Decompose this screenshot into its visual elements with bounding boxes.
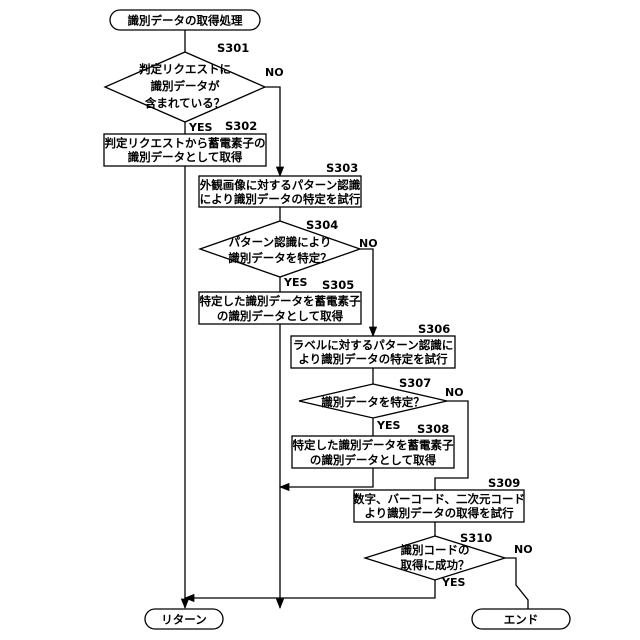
step-s301-label: S301 xyxy=(217,41,249,55)
step-s305-line-1: 特定した識別データを蓄電素子 xyxy=(200,294,361,308)
step-s310-no: NO xyxy=(514,543,533,556)
step-s309-label: S309 xyxy=(488,476,520,490)
connector-s310-no-end xyxy=(505,558,528,610)
step-s307-line-1: 識別データを特定？ xyxy=(321,395,425,409)
step-s304-yes: YES xyxy=(283,276,307,289)
step-s305-line-2: の識別データとして取得 xyxy=(217,309,344,323)
step-s307-label: S307 xyxy=(399,376,431,390)
step-s304-line-1: パターン認識により xyxy=(229,235,332,249)
step-s310: S310 識別コードの 取得に成功？ YES NO xyxy=(365,531,533,589)
step-s307-no: NO xyxy=(445,386,464,399)
step-s309: S309 数字、バーコード、二次元コード より識別データの取得を試行 xyxy=(353,476,525,522)
terminal-return-label: リターン xyxy=(161,613,206,627)
terminal-end-label: エンド xyxy=(504,613,539,627)
step-s301-yes: YES xyxy=(188,121,212,134)
step-s301-line-2: 識別データが xyxy=(151,79,220,93)
step-s308-line-1: 特定した識別データを蓄電素子 xyxy=(293,438,454,452)
step-s308-label: S308 xyxy=(417,422,449,436)
connector-s304-no-s306 xyxy=(360,249,373,336)
step-s302-line-2: 識別データとして取得 xyxy=(128,150,243,164)
step-s304-no: NO xyxy=(359,237,378,250)
connector-s308-merge xyxy=(280,468,373,487)
step-s310-yes: YES xyxy=(441,576,465,589)
step-s305-label: S305 xyxy=(322,278,354,292)
step-s301-line-3: 含まれている？ xyxy=(144,96,225,110)
step-s310-line-2: 取得に成功？ xyxy=(401,558,470,572)
connector-s310-yes-return xyxy=(185,580,435,598)
step-s303-line-2: により識別データの特定を試行 xyxy=(200,192,361,206)
step-s303-line-1: 外観画像に対するパターン認識 xyxy=(199,178,361,192)
step-s304-label: S304 xyxy=(306,218,338,232)
step-s309-line-2: より識別データの取得を試行 xyxy=(364,506,514,520)
step-s310-line-1: 識別コードの xyxy=(401,543,470,557)
step-s306-line-1: ラベルに対するパターン認識に xyxy=(293,338,453,352)
terminal-return: リターン xyxy=(145,609,223,629)
step-s307-yes: YES xyxy=(376,419,400,432)
step-s309-line-1: 数字、バーコード、二次元コード xyxy=(353,492,525,506)
step-s306-line-2: より識別データの特定を試行 xyxy=(298,352,448,366)
step-s302-line-1: 判定リクエストから蓄電素子の xyxy=(105,136,266,150)
step-s301-line-1: 判定リクエストに xyxy=(139,62,231,76)
terminal-end: エンド xyxy=(472,609,570,629)
step-s304-line-2: 識別データを特定？ xyxy=(228,251,332,265)
connector-s301-no-s303 xyxy=(265,87,280,176)
step-s308-line-2: の識別データとして取得 xyxy=(310,453,437,467)
step-s303-label: S303 xyxy=(326,161,358,175)
terminal-start-label: 識別データの取得処理 xyxy=(128,14,243,28)
step-s302-label: S302 xyxy=(225,119,257,133)
step-s306-label: S306 xyxy=(418,322,450,336)
step-s301-no: NO xyxy=(265,66,284,79)
terminal-start: 識別データの取得処理 xyxy=(110,10,260,30)
